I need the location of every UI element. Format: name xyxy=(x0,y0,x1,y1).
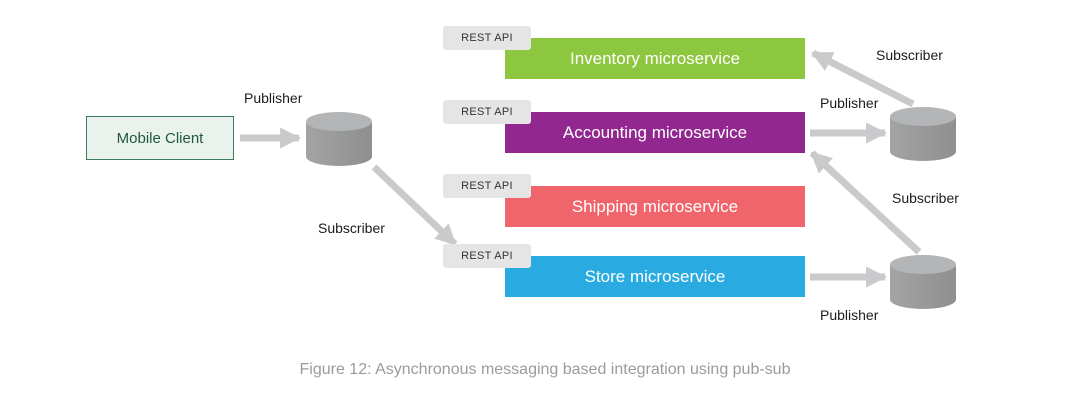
arrow-queue-to-inventory xyxy=(811,49,915,108)
service-label-accounting: Accounting microservice xyxy=(562,122,748,142)
service-box-store: Store microservice xyxy=(505,256,805,297)
service-box-inventory: Inventory microservice xyxy=(505,38,805,79)
service-box-shipping: Shipping microservice xyxy=(505,186,805,227)
rest-api-tag-store: REST API xyxy=(443,244,531,268)
subscriber-label-left: Subscriber xyxy=(318,220,385,236)
publisher-label-right-top: Publisher xyxy=(820,95,879,111)
rest-api-tag-shipping: REST API xyxy=(443,174,531,198)
service-label-store: Store microservice xyxy=(584,266,726,286)
service-box-accounting: Accounting microservice xyxy=(505,112,805,153)
subscriber-label-right-top: Subscriber xyxy=(876,47,943,63)
queue-cylinder-right-bottom xyxy=(890,255,956,309)
service-label-shipping: Shipping microservice xyxy=(571,196,739,216)
publisher-label-right-bottom: Publisher xyxy=(820,307,879,323)
mobile-client-label: Mobile Client xyxy=(116,129,204,147)
arrow-queue-to-store xyxy=(371,164,458,247)
cylinder-top xyxy=(890,107,956,126)
rest-api-tag-label: REST API xyxy=(461,180,513,192)
publisher-label-left: Publisher xyxy=(244,90,303,106)
service-label-inventory: Inventory microservice xyxy=(569,48,741,68)
rest-api-tag-inventory: REST API xyxy=(443,26,531,50)
rest-api-tag-label: REST API xyxy=(461,106,513,118)
subscriber-label-right-mid: Subscriber xyxy=(892,190,959,206)
queue-cylinder-left xyxy=(306,112,372,166)
rest-api-tag-label: REST API xyxy=(461,250,513,262)
cylinder-bottom xyxy=(890,290,956,309)
rest-api-tag-accounting: REST API xyxy=(443,100,531,124)
queue-cylinder-right-top xyxy=(890,107,956,161)
rest-api-tag-label: REST API xyxy=(461,32,513,44)
figure-caption: Figure 12: Asynchronous messaging based … xyxy=(299,361,791,378)
cylinder-top xyxy=(890,255,956,274)
cylinder-bottom xyxy=(306,147,372,166)
cylinder-top xyxy=(306,112,372,131)
mobile-client-box: Mobile Client xyxy=(86,116,234,160)
cylinder-bottom xyxy=(890,142,956,161)
arrow-queue-to-accounting xyxy=(809,150,922,255)
